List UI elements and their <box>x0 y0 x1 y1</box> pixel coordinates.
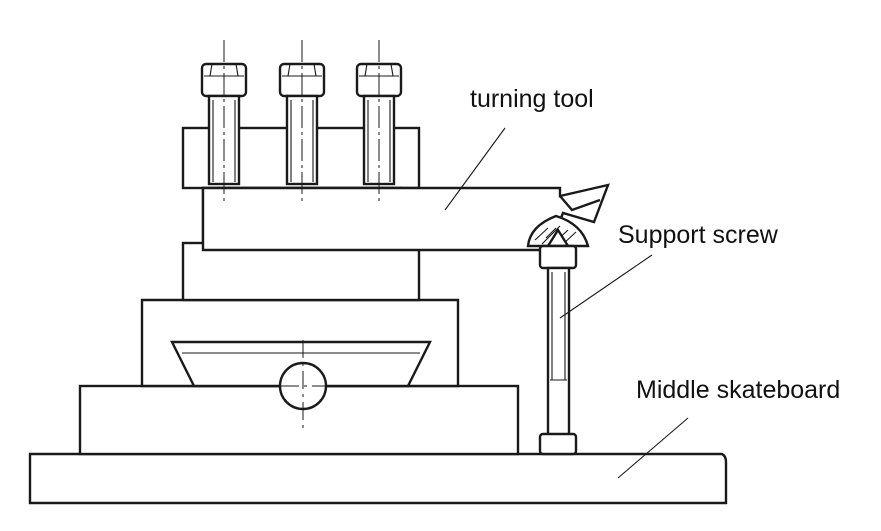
turning-tool-shank <box>201 183 610 252</box>
middle-skateboard-label: Middle skateboard <box>636 376 840 404</box>
support-screw-label: Support screw <box>618 221 779 249</box>
support-screw <box>526 214 590 456</box>
middle-skateboard-leader <box>617 417 689 479</box>
turning-tool-label: turning tool <box>470 85 594 113</box>
middle-skateboard-plate <box>28 452 728 505</box>
upper-block <box>181 241 421 302</box>
turning-tool-leader <box>444 127 506 211</box>
clamp-bolt-3 <box>355 40 403 205</box>
clamp-bolt-2 <box>278 40 326 205</box>
clamp-bolt-1 <box>200 40 248 205</box>
center-hole <box>250 340 356 432</box>
dovetail-block <box>140 298 460 388</box>
support-screw-leader <box>559 254 653 319</box>
